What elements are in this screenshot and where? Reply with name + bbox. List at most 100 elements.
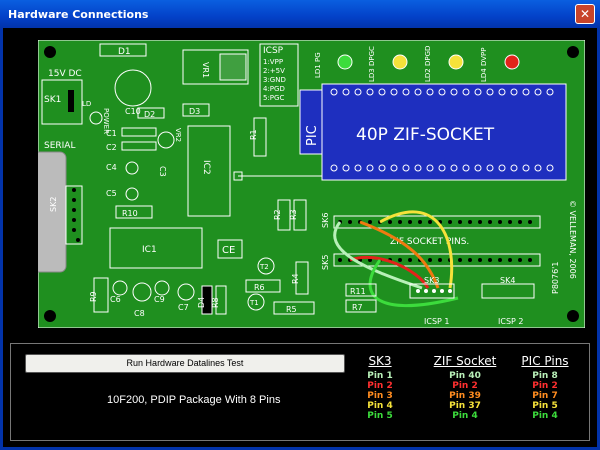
c6-label: C6 — [110, 295, 121, 304]
wire-light-green — [333, 221, 423, 290]
d2-outline — [137, 107, 165, 119]
test-panel: Run Hardware Datalines Test 10F200, PDIP… — [10, 343, 590, 441]
pic-pins-header: PIC Pins — [521, 354, 569, 368]
c4-outline — [125, 161, 139, 175]
mount-hole — [44, 310, 56, 322]
c9-outline — [154, 280, 170, 296]
c10-outline — [114, 69, 152, 107]
zif-lever-handle — [233, 171, 243, 181]
sk3-pins — [416, 289, 452, 293]
power-input-label: 15V DC — [48, 69, 82, 79]
t2-label: T2 — [259, 263, 269, 271]
r11-outline — [345, 283, 377, 297]
pic-pin-row: Pin 5 — [532, 401, 558, 411]
mount-hole — [567, 46, 579, 58]
pic-label: PIC — [305, 125, 320, 146]
icsp-legend-box — [259, 43, 299, 107]
mount-hole — [44, 46, 56, 58]
icsp-pin-4: 4:PGD — [263, 85, 285, 93]
sk3-pin-row: Pin 3 — [367, 391, 393, 401]
jack-pin — [68, 90, 74, 112]
wire-yellow — [379, 210, 454, 289]
run-hardware-test-button[interactable]: Run Hardware Datalines Test — [25, 354, 345, 373]
r7-label: R7 — [352, 303, 363, 312]
sk2-label: SK2 — [49, 197, 58, 212]
sk6-header — [333, 215, 541, 229]
vr1-label: VR1 — [201, 62, 210, 78]
icsp-pin-3: 3:GND — [263, 76, 286, 84]
r2-outline — [277, 199, 291, 231]
sk6-pins — [338, 220, 532, 224]
power-led — [89, 111, 103, 125]
c1-outline — [121, 127, 157, 137]
brand-label: © VELLEMAN, 2006 — [568, 200, 577, 279]
led-dvpp — [504, 54, 520, 70]
r7-outline — [345, 299, 377, 313]
r8-outline — [215, 285, 227, 315]
vr2-outline — [157, 131, 175, 149]
r6-outline — [245, 279, 281, 293]
ce-label: CE — [222, 245, 235, 256]
led-pg-label: LD1 PG — [314, 52, 322, 78]
led-pg — [337, 54, 353, 70]
zif-top-pins — [330, 88, 554, 96]
ic2-outline — [187, 125, 231, 217]
ic2-label: IC2 — [201, 160, 211, 175]
r5-label: R5 — [286, 305, 297, 314]
wire-green — [368, 259, 459, 308]
zif-pin-row: Pin 2 — [452, 381, 478, 391]
r4-label: R4 — [291, 273, 300, 284]
sk6-label: SK6 — [321, 213, 330, 228]
r4-outline — [295, 261, 309, 295]
d3-label: D3 — [189, 107, 200, 116]
icsp-legend-title: ICSP — [263, 46, 284, 56]
led-dvpp-label: LD4 DVPP — [480, 48, 488, 82]
ic1-label: IC1 — [142, 245, 157, 255]
r10-label: R10 — [122, 209, 138, 218]
window-frame — [0, 28, 600, 450]
title-bar[interactable]: Hardware Connections ✕ — [0, 0, 600, 28]
zif-pin-row: Pin 40 — [449, 371, 481, 381]
led-dpgc — [392, 54, 408, 70]
t1-label: T1 — [249, 299, 259, 307]
sk2-pins — [72, 188, 80, 242]
sk3-pin-row: Pin 2 — [367, 381, 393, 391]
sk4-outline — [481, 283, 535, 299]
r5-outline — [273, 301, 315, 315]
r9-outline — [93, 277, 109, 313]
r1-outline — [253, 117, 267, 157]
icsp-pin-5: 5:PGC — [263, 94, 284, 102]
c4-label: C4 — [106, 163, 117, 172]
r6-label: R6 — [254, 283, 265, 292]
close-button[interactable]: ✕ — [575, 4, 595, 24]
sk1-label: SK1 — [44, 95, 61, 105]
power-label: POWER — [102, 108, 110, 134]
window-title: Hardware Connections — [8, 8, 149, 21]
d1-outline — [99, 43, 147, 57]
c10-label: C10 — [125, 107, 141, 116]
sk3-label: SK3 — [424, 276, 439, 285]
ic1-outline — [109, 227, 203, 269]
c5-outline — [125, 187, 139, 201]
r1-label: R1 — [249, 129, 258, 140]
sk3-column: SK3 Pin 1 Pin 2 Pin 3 Pin 4 Pin 5 — [341, 354, 419, 421]
sk3-pin-row: Pin 1 — [367, 371, 393, 381]
led-dpgd — [448, 54, 464, 70]
mount-hole — [567, 310, 579, 322]
icsp-pin-1: 1:VPP — [263, 58, 283, 66]
zif-socket-header: ZIF Socket — [433, 354, 497, 368]
c8-label: C8 — [134, 309, 145, 318]
zif-socket-column: ZIF Socket Pin 40 Pin 2 Pin 39 Pin 37 Pi… — [426, 354, 504, 421]
d1-label: D1 — [118, 47, 131, 57]
serial-label: SERIAL — [44, 141, 75, 151]
c8-outline — [132, 282, 152, 302]
c6-outline — [112, 280, 128, 296]
r11-label: R11 — [350, 287, 366, 296]
c2-label: C2 — [106, 143, 117, 152]
pic-pin-row: Pin 2 — [532, 381, 558, 391]
wire-red — [349, 255, 430, 289]
sk3-header: SK3 — [368, 354, 392, 368]
c7-label: C7 — [178, 303, 189, 312]
zif-pin-row: Pin 39 — [449, 391, 481, 401]
zif-socket — [321, 83, 567, 181]
